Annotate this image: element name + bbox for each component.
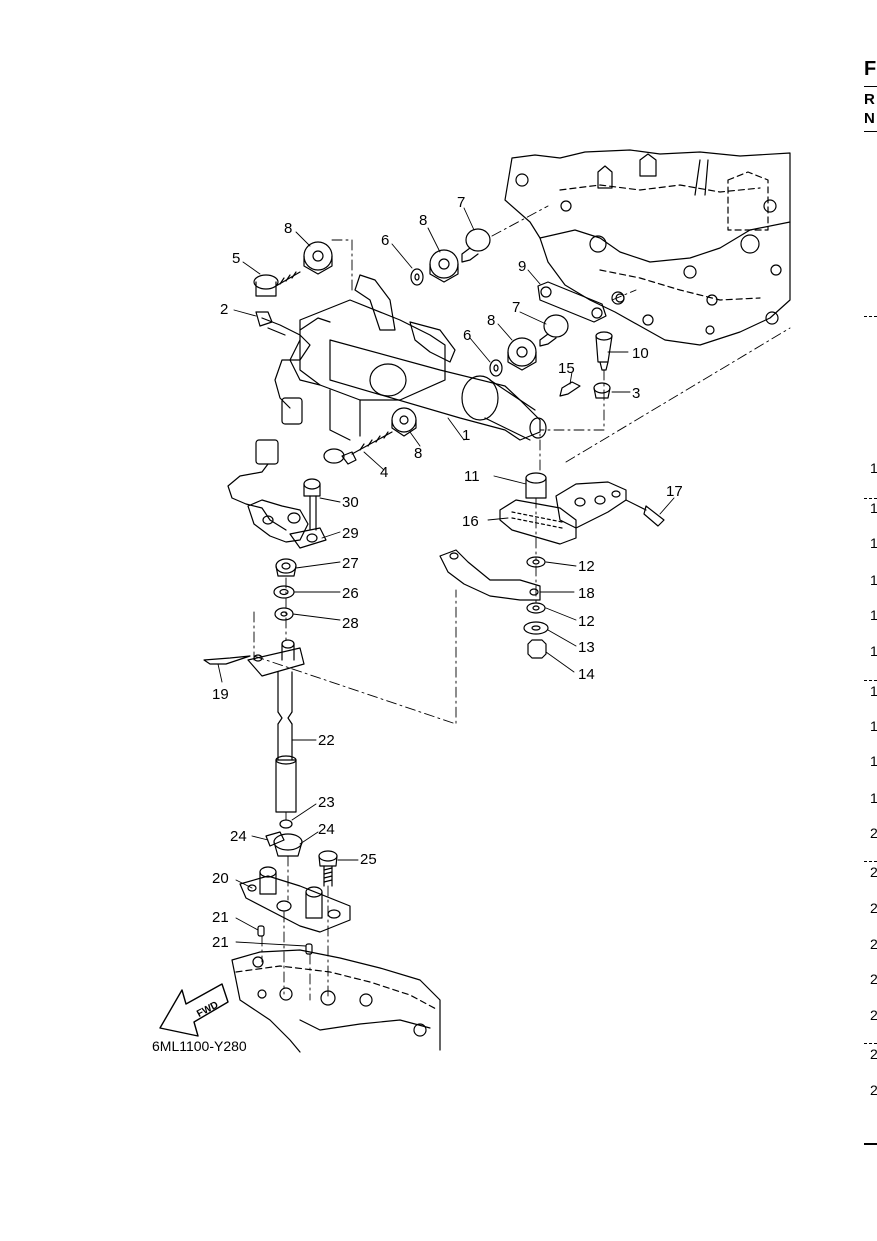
callout-22: 22 (318, 732, 335, 749)
sensor-harness (255, 311, 331, 425)
oring-bushing (265, 819, 303, 857)
callout-12b: 12 (578, 613, 595, 630)
diagram-code: 6ML1100-Y280 (152, 1038, 247, 1054)
fwd-arrow-icon (159, 983, 229, 1037)
callout-20: 20 (212, 870, 229, 887)
washer-nut-stack (523, 556, 549, 659)
bolt-25 (318, 850, 338, 887)
callout-8a: 8 (284, 220, 292, 237)
assembly-lines (253, 205, 791, 1001)
callout-14: 14 (578, 666, 595, 683)
callout-labels: 1 2 3 4 5 6 6 7 7 8 8 8 8 9 10 11 12 12 … (212, 194, 683, 951)
edge-letter-r: R (864, 91, 875, 108)
callout-11: 11 (464, 468, 480, 485)
callout-28: 28 (342, 615, 359, 632)
callout-8c: 8 (487, 312, 495, 329)
callout-9: 9 (518, 258, 526, 275)
edge-number: 1 (870, 718, 877, 734)
edge-letter-n: N (864, 110, 875, 127)
callout-18: 18 (578, 585, 595, 602)
callout-17: 17 (666, 483, 683, 500)
pin-10 (593, 331, 613, 399)
callout-27: 27 (342, 555, 359, 572)
engine-block (504, 149, 791, 346)
edge-number: 1 (870, 643, 877, 659)
shift-shaft (247, 639, 305, 813)
edge-number: 2 (870, 1007, 877, 1023)
grommets (303, 241, 537, 437)
callout-8d: 8 (414, 445, 422, 462)
edge-number: 1 (870, 572, 877, 588)
callout-15: 15 (558, 360, 575, 377)
callout-16: 16 (462, 513, 479, 530)
callout-30: 30 (342, 494, 359, 511)
edge-rule-header (864, 131, 877, 132)
dowels-21 (257, 925, 313, 955)
callout-25: 25 (360, 851, 377, 868)
bracket-20 (239, 866, 351, 933)
edge-number: 2 (870, 1082, 877, 1098)
callout-2: 2 (220, 301, 228, 318)
bolt-4 (323, 431, 393, 465)
callout-26: 26 (342, 585, 359, 602)
edge-dash-2 (864, 498, 877, 499)
callout-12a: 12 (578, 558, 595, 575)
callout-23: 23 (318, 794, 335, 811)
edge-number: 1 (870, 607, 877, 623)
callout-29: 29 (342, 525, 359, 542)
edge-number: 2 (870, 900, 877, 916)
edge-number: 1 (870, 460, 877, 476)
edge-number: 2 (870, 971, 877, 987)
callout-1: 1 (462, 427, 470, 444)
callout-3: 3 (632, 385, 640, 402)
lever-18 (439, 549, 541, 601)
bolt-30 (289, 478, 327, 549)
link-9 (537, 281, 625, 323)
lever-assembly (499, 472, 665, 545)
callout-6a: 6 (381, 232, 389, 249)
fwd-label: FWD (195, 1000, 220, 1020)
callout-6b: 6 (463, 327, 471, 344)
callout-21b: 21 (212, 934, 229, 951)
edge-number: 1 (870, 753, 877, 769)
bolt-5 (253, 271, 301, 297)
shift-rod (289, 274, 547, 441)
edge-dash-4 (864, 861, 877, 862)
callout-7a: 7 (457, 194, 465, 211)
edge-number: 1 (870, 500, 877, 516)
callout-7b: 7 (512, 299, 520, 316)
callout-8b: 8 (419, 212, 427, 229)
callout-21a: 21 (212, 909, 229, 926)
edge-number: 1 (870, 683, 877, 699)
engine-base (231, 949, 441, 1053)
callout-24a: 24 (230, 828, 247, 845)
callout-4: 4 (380, 464, 388, 481)
edge-number: 2 (870, 936, 877, 952)
harness-lower (227, 439, 309, 543)
edge-number: 2 (870, 1046, 877, 1062)
bushing-stack (273, 558, 297, 621)
edge-rule-bottom (864, 1143, 877, 1145)
edge-dash-1 (864, 316, 877, 317)
edge-number: 2 (870, 864, 877, 880)
edge-dash-5 (864, 1043, 877, 1044)
callout-19: 19 (212, 686, 229, 703)
washers-collars (410, 228, 569, 377)
edge-dash-3 (864, 680, 877, 681)
callout-5: 5 (232, 250, 240, 267)
edge-rule-top (864, 86, 877, 87)
callout-10: 10 (632, 345, 649, 362)
leader-lines (217, 207, 675, 947)
edge-letter-f: F (864, 58, 877, 80)
edge-number: 1 (870, 535, 877, 551)
callout-24b: 24 (318, 821, 335, 838)
edge-number: 1 (870, 790, 877, 806)
callout-13: 13 (578, 639, 595, 656)
clip-19 (203, 655, 251, 665)
edge-number: 2 (870, 825, 877, 841)
